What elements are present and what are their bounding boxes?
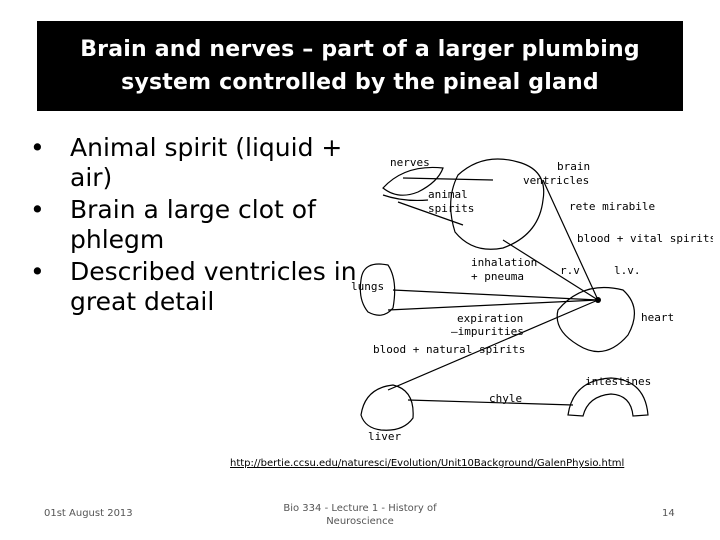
bullet-marker: •: [30, 257, 45, 286]
heart-junction-dot: [595, 297, 601, 303]
slide-title-line-2: system controlled by the pineal gland: [121, 70, 599, 95]
nerves-outline: [382, 166, 444, 196]
lungs-outline: [359, 263, 396, 316]
heart-outline: [556, 286, 635, 353]
label-ventricles: ventricles: [523, 174, 589, 187]
label-inhalation: inhalation: [471, 256, 537, 269]
label-expiration: expiration: [457, 312, 523, 325]
label-liver: liver: [368, 430, 401, 443]
bullet-item: • Described ventricles in great detail: [30, 257, 370, 317]
footer-course-line-2: Neuroscience: [326, 516, 394, 527]
intestines-outline: [567, 377, 649, 417]
bullet-marker: •: [30, 133, 45, 162]
footer-date: 01st August 2013: [44, 508, 133, 519]
label-intestines: intestines: [585, 375, 651, 388]
label-nerves: nerves: [390, 156, 430, 169]
slide-title-line-1: Brain and nerves – part of a larger plum…: [80, 37, 640, 62]
bullet-item: • Brain a large clot of phlegm: [30, 195, 370, 255]
label-heart: heart: [641, 311, 674, 324]
label-rete-mirabile: rete mirabile: [569, 200, 655, 213]
label-lungs: lungs: [351, 280, 384, 293]
label-pneuma: + pneuma: [471, 270, 524, 283]
label-spirits: spirits: [428, 202, 474, 215]
slide-title-bar: Brain and nerves – part of a larger plum…: [37, 21, 683, 111]
source-link[interactable]: http://bertie.ccsu.edu/naturesci/Evoluti…: [230, 458, 625, 469]
brain-outline: [450, 158, 545, 250]
footer-course-line-1: Bio 334 - Lecture 1 - History of: [283, 503, 437, 514]
bullet-item: • Animal spirit (liquid + air): [30, 133, 370, 193]
footer-page-number: 14: [662, 508, 675, 519]
label-lv: l.v.: [614, 264, 641, 277]
label-blood-natural-spirits: blood + natural spirits: [373, 343, 525, 356]
bullet-marker: •: [30, 195, 45, 224]
label-animal: animal: [428, 188, 468, 201]
bullet-text: Brain a large clot of phlegm: [70, 195, 316, 254]
footer-course-title: Bio 334 - Lecture 1 - History of Neurosc…: [270, 502, 450, 528]
label-chyle: chyle: [489, 392, 522, 405]
label-impurities: –impurities: [451, 325, 524, 338]
label-blood-vital-spirits: blood + vital spirits: [577, 232, 713, 245]
label-brain: brain: [557, 160, 590, 173]
bullet-text: Animal spirit (liquid + air): [70, 133, 343, 192]
bullet-text: Described ventricles in great detail: [70, 257, 357, 316]
galen-physiology-diagram: nerves brain ventricles animal spirits r…: [351, 156, 713, 443]
label-rv: r.v: [560, 264, 580, 277]
bullet-list: • Animal spirit (liquid + air) • Brain a…: [30, 133, 370, 319]
liver-outline: [360, 384, 414, 431]
